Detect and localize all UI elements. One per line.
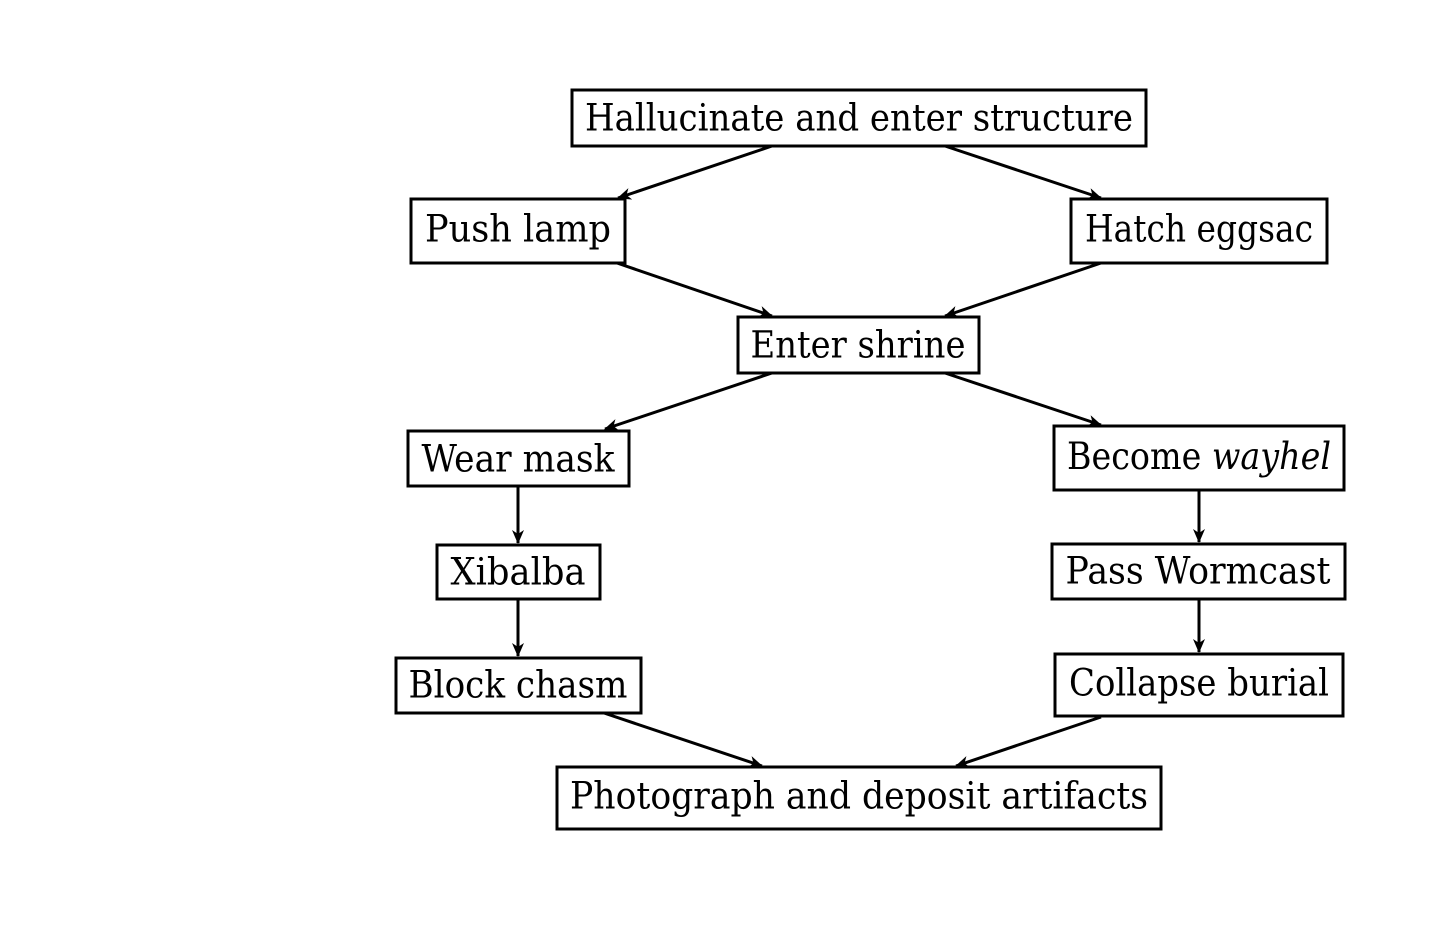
edge-collapse-burial-to-photograph — [955, 715, 1102, 768]
node-pass-wormcast-label: Pass Wormcast — [1066, 550, 1331, 593]
node-wear-mask-label: Wear mask — [422, 438, 616, 481]
node-photograph: Photograph and deposit artifacts — [555, 765, 1163, 831]
edge-hallucinate-to-push-lamp — [617, 144, 773, 200]
node-wear-mask: Wear mask — [406, 429, 631, 488]
edge-hallucinate-to-hatch-eggsac — [944, 144, 1102, 200]
node-block-chasm-label: Block chasm — [409, 664, 628, 707]
node-push-lamp-label: Push lamp — [425, 208, 611, 251]
wayhel-italic-text: wayhel — [1212, 435, 1331, 478]
node-hallucinate: Hallucinate and enter structure — [570, 88, 1148, 148]
node-pass-wormcast: Pass Wormcast — [1050, 542, 1347, 601]
node-become-wayhel-label: Become wayhel — [1067, 435, 1331, 478]
node-become-wayhel: Become wayhel — [1052, 424, 1346, 492]
become-text: Become — [1067, 435, 1212, 478]
edge-enter-shrine-to-wear-mask — [604, 371, 773, 431]
node-xibalba-label: Xibalba — [451, 551, 586, 594]
node-collapse-burial-label: Collapse burial — [1069, 662, 1329, 705]
node-hatch-eggsac-label: Hatch eggsac — [1085, 208, 1313, 251]
edge-enter-shrine-to-become-wayhel — [944, 371, 1102, 427]
node-enter-shrine: Enter shrine — [736, 315, 981, 375]
node-enter-shrine-label: Enter shrine — [751, 324, 966, 367]
node-photograph-label: Photograph and deposit artifacts — [570, 775, 1148, 818]
edge-block-chasm-to-photograph — [603, 711, 763, 768]
node-block-chasm: Block chasm — [394, 656, 643, 715]
edge-push-lamp-to-enter-shrine — [616, 261, 773, 318]
node-collapse-burial: Collapse burial — [1053, 652, 1345, 718]
edges — [512, 144, 1205, 768]
node-hatch-eggsac: Hatch eggsac — [1069, 197, 1329, 265]
node-xibalba: Xibalba — [435, 543, 602, 601]
node-push-lamp: Push lamp — [409, 197, 627, 265]
edge-hatch-eggsac-to-enter-shrine — [944, 261, 1102, 318]
node-hallucinate-label: Hallucinate and enter structure — [585, 97, 1133, 140]
